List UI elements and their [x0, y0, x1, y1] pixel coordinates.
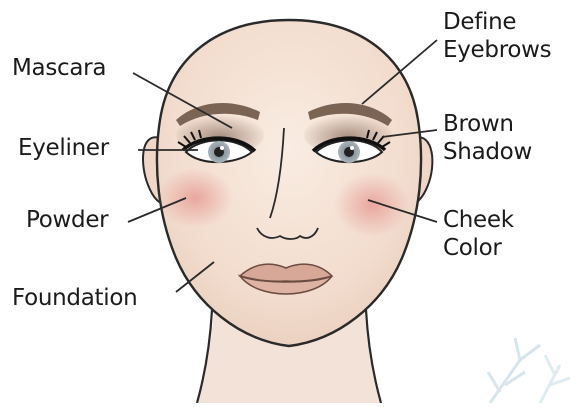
label-brown-shadow-line1: Brown	[443, 110, 532, 138]
label-mascara: Mascara	[12, 54, 106, 82]
label-cheek-color: Cheek Color	[443, 206, 514, 262]
label-cheek-color-line2: Color	[443, 234, 514, 262]
label-brown-shadow-line2: Shadow	[443, 138, 532, 166]
label-define-eyebrows-line1: Define	[443, 8, 551, 36]
label-powder: Powder	[26, 206, 108, 234]
label-foundation: Foundation	[12, 284, 137, 312]
label-define-eyebrows: Define Eyebrows	[443, 8, 551, 64]
label-powder-text: Powder	[26, 206, 108, 234]
label-eyeliner-text: Eyeliner	[18, 134, 109, 162]
blush-right	[334, 173, 410, 237]
label-foundation-text: Foundation	[12, 284, 137, 312]
blush-left	[157, 168, 233, 228]
label-define-eyebrows-line2: Eyebrows	[443, 36, 551, 64]
label-mascara-text: Mascara	[12, 54, 106, 82]
frost-decoration	[488, 338, 570, 403]
label-cheek-color-line1: Cheek	[443, 206, 514, 234]
label-eyeliner: Eyeliner	[18, 134, 109, 162]
label-brown-shadow: Brown Shadow	[443, 110, 532, 166]
